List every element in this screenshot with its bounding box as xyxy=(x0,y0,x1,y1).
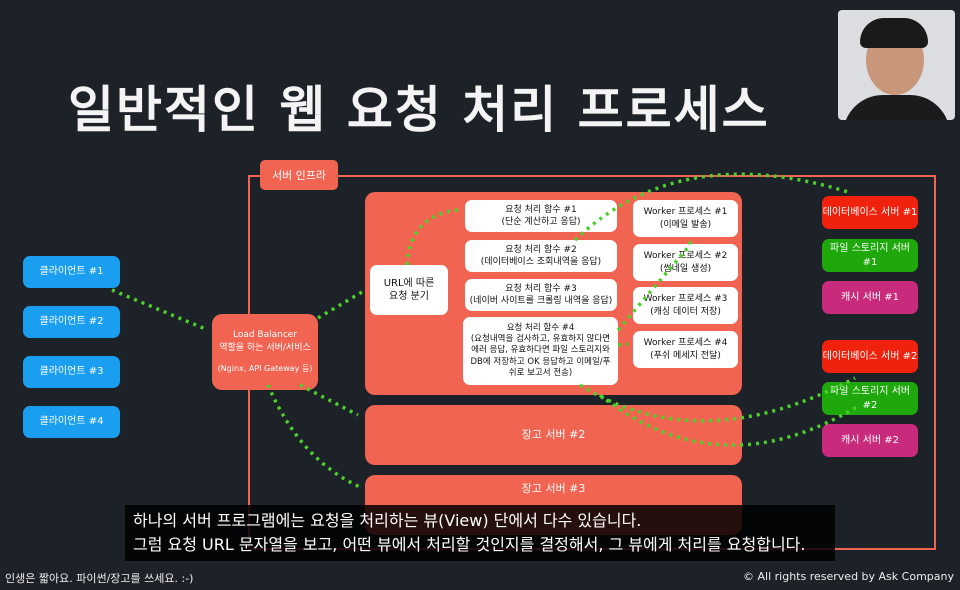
url-router: URL에 따른 요청 분기 xyxy=(370,265,448,315)
worker-2: Worker 프로세스 #2 (썸네일 생성) xyxy=(633,244,738,281)
client-1: 클라이언트 #1 xyxy=(23,256,120,288)
db-server-2: 데이터베이스 서버 #2 xyxy=(822,340,918,373)
storage-server-2: 파일 스토리지 서버 #2 xyxy=(822,382,918,415)
client-4: 클라이언트 #4 xyxy=(23,406,120,438)
client-2: 클라이언트 #2 xyxy=(23,306,120,338)
lb-line2: 역할을 하는 서버/서비스 xyxy=(219,342,311,353)
cache-server-2: 캐시 서버 #2 xyxy=(822,424,918,457)
infra-label: 서버 인프라 xyxy=(260,160,338,190)
arrow-handler4-worker4 xyxy=(617,342,629,347)
handler-3: 요청 처리 함수 #3 (네이버 사이트를 크롤링 내역을 응답) xyxy=(465,279,617,311)
shirt xyxy=(843,95,950,120)
arrow-lb-django1 xyxy=(317,290,363,320)
client-3: 클라이언트 #3 xyxy=(23,356,120,388)
worker-1: Worker 프로세스 #1 (이메일 발송) xyxy=(633,200,738,237)
arrow-handler4-cache2 xyxy=(598,393,861,447)
arrow-lb-django3 xyxy=(266,384,361,489)
arrow-lb-django2 xyxy=(299,383,359,417)
cache-server-1: 캐시 서버 #1 xyxy=(822,281,918,314)
arrow-handler4-worker1 xyxy=(616,238,692,332)
footer-right: © All rights reserved by Ask Company xyxy=(743,570,954,583)
handler-2: 요청 처리 함수 #2 (데이터베이스 조회내역을 응답) xyxy=(465,240,617,272)
subtitle-line2: 그럼 요청 URL 문자열을 보고, 어떤 뷰에서 처리할 것인지를 결정해서,… xyxy=(133,535,806,554)
django-server-2: 장고 서버 #2 xyxy=(365,405,742,465)
subtitle-line1: 하나의 서버 프로그램에는 요청을 처리하는 뷰(View) 단에서 다수 있습… xyxy=(133,511,642,530)
lb-line3: (Nginx, API Gateway 등) xyxy=(217,363,313,373)
presenter-webcam xyxy=(838,10,955,120)
subtitle-box: 하나의 서버 프로그램에는 요청을 처리하는 뷰(View) 단에서 다수 있습… xyxy=(125,505,835,561)
worker-4: Worker 프로세스 #4 (푸쉬 메세지 전달) xyxy=(633,331,738,368)
load-balancer: Load Balancer 역할을 하는 서버/서비스 (Nginx, API … xyxy=(212,314,318,390)
handler-4: 요청 처리 함수 #4 (요청내역을 검사하고, 유효하지 않다면 에러 응답,… xyxy=(463,317,618,385)
storage-server-1: 파일 스토리지 서버 #1 xyxy=(822,239,918,272)
arrow-client-lb xyxy=(111,288,209,332)
handler-1: 요청 처리 함수 #1 (단순 계산하고 응답) xyxy=(465,200,617,232)
db-server-1: 데이터베이스 서버 #1 xyxy=(822,196,918,229)
arrow-handler1-db1 xyxy=(573,172,849,242)
footer-left: 인생은 짧아요. 파이썬/장고를 쓰세요. :-) xyxy=(5,572,194,585)
hair xyxy=(860,18,928,48)
arrow-handler4-storage2 xyxy=(579,376,856,423)
arrow-url-handler1 xyxy=(405,208,459,266)
lb-line1: Load Balancer xyxy=(232,330,298,341)
slide-title: 일반적인 웹 요청 처리 프로세스 xyxy=(68,81,770,139)
